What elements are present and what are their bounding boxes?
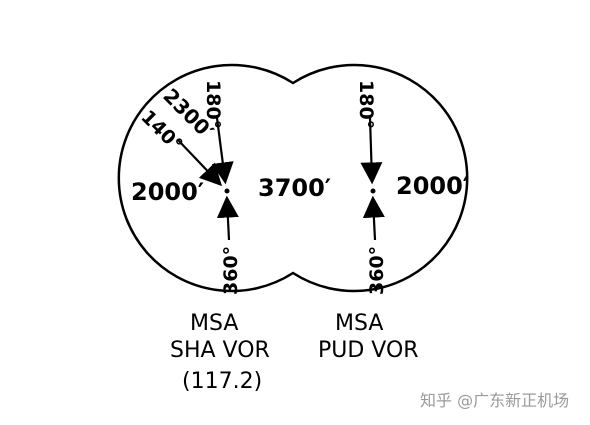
pud-bearing-360: 360° (366, 246, 388, 295)
sha-vor-station (224, 188, 230, 194)
sha-bearing-180: 180° (202, 80, 224, 129)
watermark: 知乎 @广东新正机场 (420, 391, 569, 410)
sha-msa-label: MSA (190, 311, 238, 336)
pud-vor-name: PUD VOR (318, 338, 419, 363)
msa-boundary (117, 63, 469, 293)
sha-inbound-360-arrow (216, 195, 239, 241)
sha-sector-140-arrow (177, 139, 223, 187)
pud-altitude-2000: 2000′ (396, 172, 469, 200)
sha-bearing-360: 360° (220, 246, 242, 295)
sha-altitude-2000: 2000′ (131, 178, 204, 206)
sha-vor-frequency: (117.2) (182, 369, 262, 394)
pud-msa-label: MSA (335, 311, 383, 336)
center-altitude-3700: 3700′ (258, 174, 331, 202)
pud-inbound-360-arrow (362, 195, 385, 241)
sha-vor-name: SHA VOR (170, 338, 270, 363)
sha-inbound-180-arrow (211, 117, 234, 185)
pud-vor-station (370, 188, 376, 194)
pud-bearing-180: 180° (355, 80, 377, 129)
pud-inbound-180-arrow (360, 117, 383, 185)
